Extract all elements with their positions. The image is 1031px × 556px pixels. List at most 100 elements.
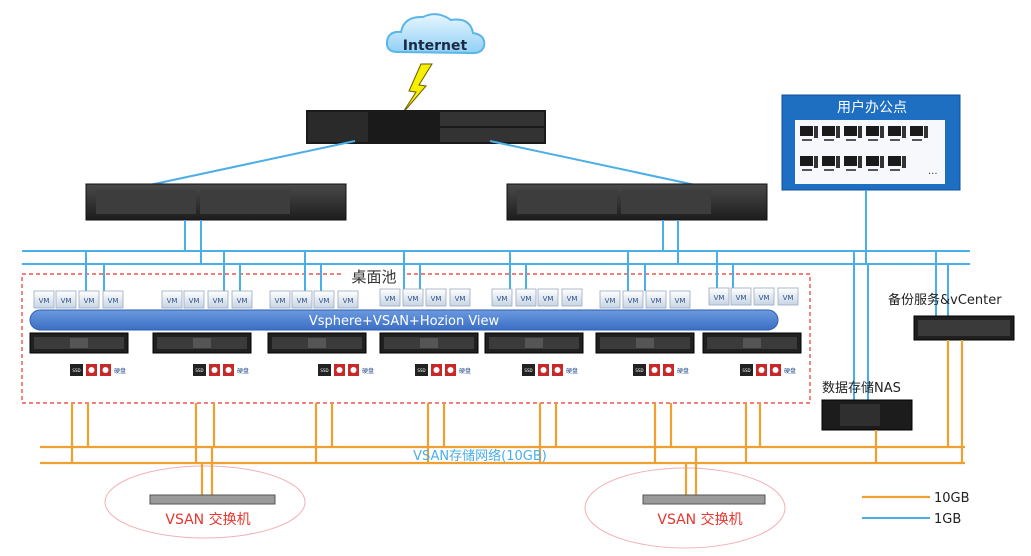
- vm-label: VM: [651, 297, 662, 305]
- vm-box: VM: [753, 287, 775, 306]
- vm-label: VM: [431, 295, 442, 303]
- vsan-switch-right: VSAN 交换机: [584, 447, 786, 549]
- host-disk-group: SSD 硬盘: [740, 364, 796, 376]
- vm-box: VM: [231, 290, 253, 309]
- vm-label: VM: [297, 297, 308, 305]
- host-disk-group: SSD 硬盘: [318, 364, 374, 376]
- ssd-label: SSD: [742, 368, 750, 373]
- esxi-host-server: [29, 332, 129, 354]
- legend-1gb-label: 1GB: [934, 512, 961, 527]
- vm-label: VM: [385, 295, 396, 303]
- vm-label: VM: [39, 297, 50, 305]
- core-switch-right: [506, 183, 768, 221]
- office-pc-icon: [844, 126, 862, 141]
- vm-box: VM: [599, 290, 621, 309]
- vm-label: VM: [343, 297, 354, 305]
- vm-label: VM: [521, 295, 532, 303]
- vm-label: VM: [455, 295, 466, 303]
- vm-box: VM: [379, 288, 401, 307]
- office-pc-icon: [800, 126, 818, 141]
- office-pc-icon: [800, 156, 818, 171]
- vm-box: VM: [78, 290, 100, 309]
- vm-box: VM: [537, 288, 559, 307]
- vm-box: VM: [337, 290, 359, 309]
- esxi-host-server: [702, 332, 802, 354]
- vm-box: VM: [425, 288, 447, 307]
- office-pc-icon: [822, 156, 840, 171]
- storage-1gb-links: [853, 251, 949, 402]
- disk-label: 硬盘: [114, 367, 126, 375]
- vm-box: VM: [645, 290, 667, 309]
- router-link-left: [144, 140, 356, 187]
- internet-cloud: Internet: [383, 6, 487, 68]
- nas-label: 数据存储NAS: [822, 381, 901, 396]
- vm-label: VM: [497, 295, 508, 303]
- core-uplinks: [184, 190, 867, 264]
- host-disk-group: SSD 硬盘: [633, 364, 689, 376]
- office-pc-icon: [888, 126, 906, 141]
- disk-label: 硬盘: [362, 367, 374, 375]
- vm-box: VM: [183, 290, 205, 309]
- vsan-switch-left: VSAN 交换机: [104, 447, 306, 539]
- gateway-router: [306, 110, 546, 144]
- user-office-title: 用户办公点: [837, 99, 907, 116]
- vm-box: VM: [622, 290, 644, 309]
- vm-label: VM: [714, 294, 725, 302]
- vm-label: VM: [319, 297, 330, 305]
- vm-label: VM: [275, 297, 286, 305]
- core-switch-left: [85, 183, 347, 221]
- esxi-host-server: [379, 332, 479, 354]
- backup-label: 备份服务&vCenter: [888, 292, 1002, 308]
- office-pc-icon: [822, 126, 840, 141]
- vm-label: VM: [783, 294, 794, 302]
- vm-label: VM: [213, 297, 224, 305]
- vm-box: VM: [491, 288, 513, 307]
- disk-label: 硬盘: [459, 367, 471, 375]
- vm-label: VM: [189, 297, 200, 305]
- vsan-10gb-network: [40, 340, 965, 465]
- vm-box: VM: [669, 290, 691, 309]
- disk-label: 硬盘: [784, 367, 796, 375]
- ssd-label: SSD: [320, 368, 328, 373]
- office-pc-icon: [866, 126, 884, 141]
- vm-box: VM: [777, 287, 799, 306]
- disk-label: 硬盘: [677, 367, 689, 375]
- vm-label: VM: [567, 295, 578, 303]
- vm-box: VM: [730, 287, 752, 306]
- ssd-label: SSD: [635, 368, 643, 373]
- vsan-switch-left-label: VSAN 交换机: [165, 511, 250, 528]
- office-pc-icon: [888, 156, 906, 171]
- ssd-label: SSD: [524, 368, 532, 373]
- host-columns: VM VM VM VM SSD 硬盘 VM VM VM VM SSD 硬盘 VM VM VM VM SSD 硬盘 V…: [29, 251, 802, 376]
- vm-label: VM: [61, 297, 72, 305]
- disk-label: 硬盘: [237, 367, 249, 375]
- legend-10gb-label: 10GB: [934, 491, 970, 506]
- vm-label: VM: [108, 297, 119, 305]
- vm-box: VM: [313, 290, 335, 309]
- legend: 10GB 1GB: [862, 491, 970, 527]
- desktop-pool-boundary: [21, 273, 811, 404]
- host-disk-group: SSD 硬盘: [193, 364, 249, 376]
- ssd-label: SSD: [72, 368, 80, 373]
- vm-label: VM: [237, 297, 248, 305]
- office-pc-icon: [910, 126, 928, 141]
- vm-box: VM: [708, 287, 730, 306]
- ssd-label: SSD: [195, 368, 203, 373]
- vm-box: VM: [449, 288, 471, 307]
- vm-box: VM: [561, 288, 583, 307]
- vm-box: VM: [33, 290, 55, 309]
- vm-label: VM: [628, 297, 639, 305]
- user-office-panel: 用户办公点 ...: [781, 94, 961, 191]
- esxi-host-server: [267, 332, 367, 354]
- lan-1gb-backbone: [22, 250, 970, 265]
- platform-bar: Vsphere+VSAN+Hozion View: [29, 309, 779, 331]
- vm-label: VM: [736, 294, 747, 302]
- vsan-switch-right-label: VSAN 交换机: [657, 511, 742, 528]
- router-link-right: [489, 140, 701, 187]
- vm-box: VM: [161, 290, 183, 309]
- vm-label: VM: [84, 297, 95, 305]
- office-pc-icon: [844, 156, 862, 171]
